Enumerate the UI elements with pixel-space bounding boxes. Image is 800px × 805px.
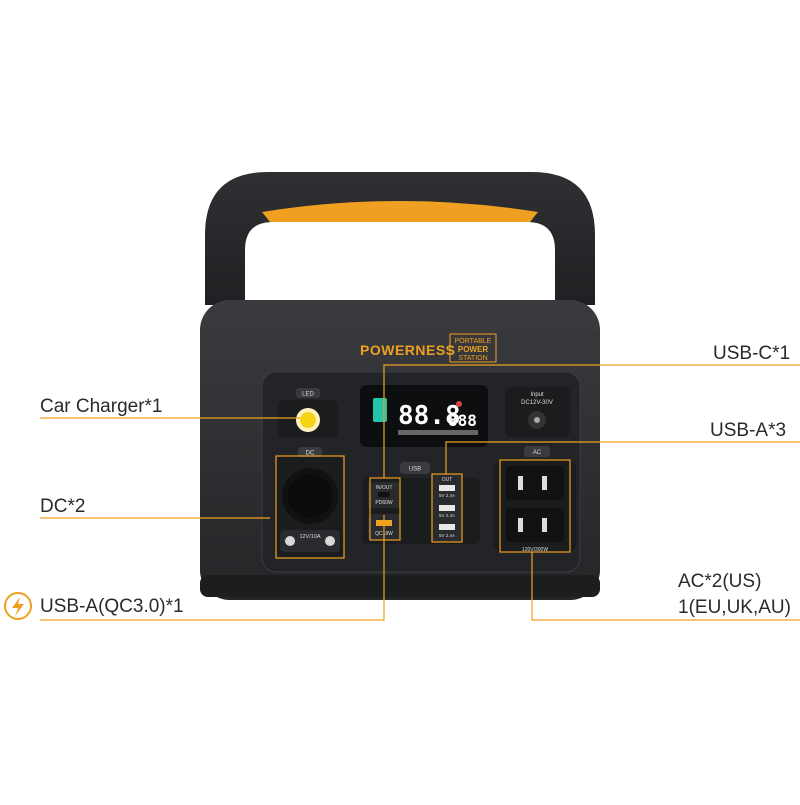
brand-tagline-1: PORTABLE <box>455 338 492 345</box>
input-spec: DC12V-30V <box>521 400 553 406</box>
highlight-usb-a <box>431 473 463 543</box>
led-button-label: LED <box>302 392 314 398</box>
ac-spec: 120V/300W <box>522 547 548 553</box>
callout-usb-c: USB-C*1 <box>713 343 791 364</box>
line-usb-c <box>383 364 800 478</box>
brand-name-text: POWERNESS <box>360 342 456 358</box>
display-main-value: 88.8 <box>398 401 461 431</box>
callout-lines <box>40 364 800 621</box>
highlight-usbc-qc <box>369 477 401 541</box>
highlight-dc <box>275 455 345 559</box>
highlight-ac <box>499 459 571 553</box>
usb-a-spec-3: 5V 2.4A <box>439 533 455 538</box>
callout-usb-a-qc: USB-A(QC3.0)*1 <box>40 596 184 617</box>
display-secondary-value: 888 <box>448 411 477 430</box>
ac-button-label: AC <box>533 450 542 456</box>
usb-button-label: USB <box>409 467 421 473</box>
usb-c-label: IN/OUT <box>376 485 393 491</box>
usb-module: USB IN/OUT PD60W QC18W OUT 5V 2.4A 5V 2.… <box>362 462 480 544</box>
line-usb-a <box>445 441 800 474</box>
callout-car-charger: Car Charger*1 <box>40 396 163 417</box>
input-label: Input <box>530 392 544 398</box>
usb-a-spec-1: 5V 2.4A <box>439 493 455 498</box>
usb-out-label: OUT <box>442 477 453 483</box>
dc-output-spec: 12V/10A <box>299 534 320 540</box>
callout-ac-line2: 1(EU,UK,AU) <box>678 597 791 618</box>
lightning-icon <box>4 592 32 620</box>
line-ac <box>531 552 800 621</box>
callout-usb-a: USB-A*3 <box>710 420 787 441</box>
car-charger-module: LED <box>278 388 338 438</box>
lcd-display: 88.8 888 <box>360 385 488 447</box>
input-port: Input DC12V-30V <box>505 387 570 437</box>
line-usb-a-qc <box>40 515 385 621</box>
ac-module: AC 120V/300W <box>494 446 576 553</box>
usb-a-spec-2: 5V 2.4A <box>439 513 455 518</box>
brand-logo: POWERNESS PORTABLE POWER STATION <box>360 333 497 363</box>
dc-module: DC 12V/10A <box>276 447 344 558</box>
callout-dc: DC*2 <box>40 496 86 517</box>
dc-button-label: DC <box>306 451 315 457</box>
brand-tagline-3: STATION <box>458 355 487 362</box>
usb-c-spec: PD60W <box>375 500 393 506</box>
brand-tagline-2: POWER <box>458 345 488 354</box>
carry-handle <box>205 172 595 305</box>
callout-ac-line1: AC*2(US) <box>678 571 762 592</box>
